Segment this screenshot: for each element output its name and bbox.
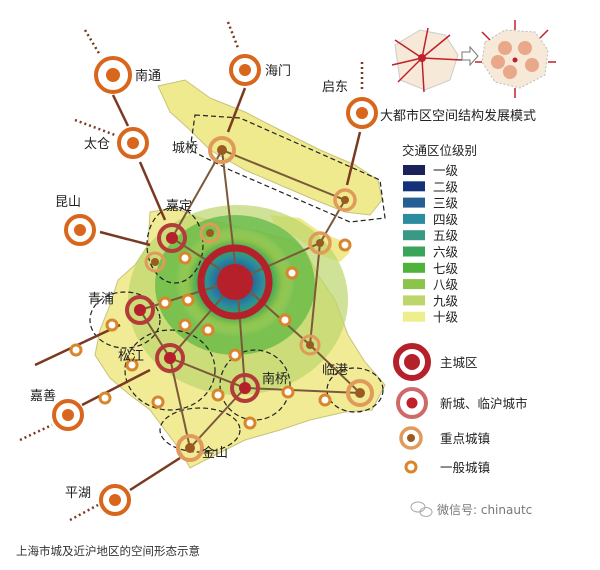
label-nanqiao: 南桥 xyxy=(262,371,288,387)
label-qidong: 启东 xyxy=(322,80,348,95)
legend-swatch xyxy=(403,311,425,322)
label-jinshan: 金山 xyxy=(202,445,228,461)
legend-label-main-city: 主城区 xyxy=(440,355,478,370)
watermark: 微信号: chinautc xyxy=(437,503,532,517)
label-qingpu: 青浦 xyxy=(88,292,114,307)
legend-swatch xyxy=(403,262,425,273)
inset-monocentric-diagram xyxy=(391,27,463,93)
legend-level-label: 七级 xyxy=(433,261,459,276)
main-city-marker xyxy=(197,244,273,320)
legend-swatch xyxy=(403,165,425,175)
legend-label-key-town: 重点城镇 xyxy=(440,431,490,446)
legend-symbols: 主城区 新城、临沪城市 重点城镇 一般城镇 xyxy=(393,343,528,475)
external-city-markers xyxy=(52,54,378,516)
legend-swatch xyxy=(403,230,425,241)
inset-title: 大都市区空间结构发展模式 xyxy=(380,108,536,124)
legend-label-new-city: 新城、临沪城市 xyxy=(440,396,528,411)
wechat-icon xyxy=(410,501,433,517)
legend-level-label: 二级 xyxy=(433,179,459,194)
legend-swatch xyxy=(403,213,425,224)
legend-level-label: 九级 xyxy=(433,293,459,308)
legend-swatch xyxy=(403,246,425,257)
legend-level-label: 十级 xyxy=(433,310,459,325)
legend-swatch xyxy=(403,295,425,306)
legend-swatch xyxy=(403,279,425,290)
legend-level-label: 三级 xyxy=(433,196,459,211)
legend-level-label: 六级 xyxy=(433,245,459,260)
new-city-markers xyxy=(125,223,260,403)
label-pinghu: 平湖 xyxy=(65,486,91,501)
label-lingang: 临港 xyxy=(322,363,348,378)
arrow-right-icon xyxy=(461,45,479,67)
inset-polycentric-diagram xyxy=(475,20,556,98)
label-taicang: 太仓 xyxy=(84,137,110,152)
key-town-markers xyxy=(144,136,374,462)
legend-swatch xyxy=(403,197,425,208)
caption: 上海市城及近沪地区的空间形态示意 xyxy=(16,544,200,558)
general-town-markers xyxy=(69,238,352,430)
legend-label-general-town: 一般城镇 xyxy=(440,460,490,475)
label-songjiang: 松江 xyxy=(118,349,144,364)
legend-title: 交通区位级别 xyxy=(402,143,477,158)
label-jiading: 嘉定 xyxy=(166,199,192,214)
legend-level-label: 五级 xyxy=(433,228,459,243)
label-chengqiao: 城桥 xyxy=(172,141,198,156)
external-dotted-arrows xyxy=(19,21,364,522)
label-kunshan: 昆山 xyxy=(55,195,81,210)
chongming-island xyxy=(157,79,383,216)
legend-swatch xyxy=(403,181,425,192)
label-haimen: 海门 xyxy=(265,64,291,79)
legend-level-label: 八级 xyxy=(433,277,459,292)
label-nantong: 南通 xyxy=(135,68,161,84)
label-jiashan: 嘉善 xyxy=(30,388,56,404)
legend-level-label: 一级 xyxy=(433,163,459,178)
legend-level-label: 四级 xyxy=(433,212,459,227)
